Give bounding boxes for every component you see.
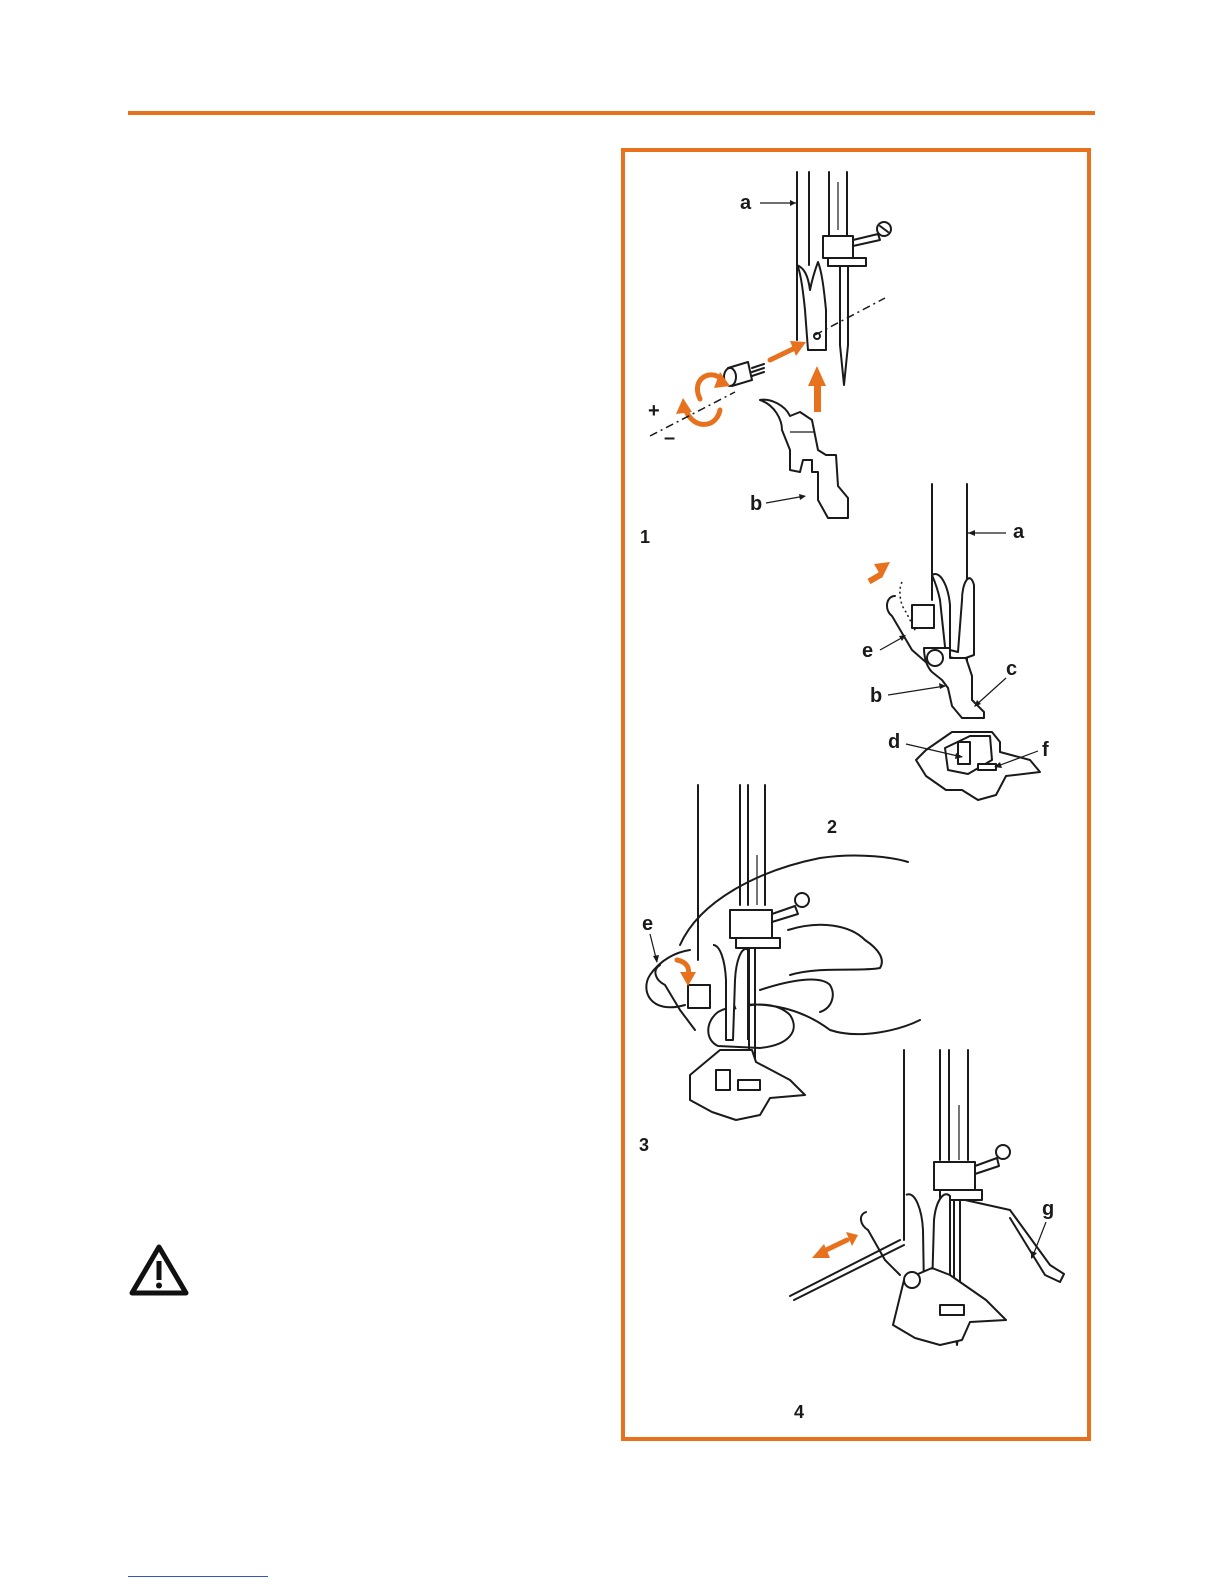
warning-triangle-icon <box>129 1244 189 1296</box>
step-number-1: 1 <box>640 527 650 547</box>
label-g-step4: g <box>1042 1198 1054 1220</box>
label-b-step2: b <box>870 685 882 707</box>
step-number-2: 2 <box>827 817 837 837</box>
label-c-step2: c <box>1006 658 1017 680</box>
label-e-step2: e <box>862 640 873 662</box>
step-number-3: 3 <box>639 1135 649 1155</box>
label-a-step1: a <box>740 192 752 214</box>
illustration-panel: + – a b 1 <box>621 148 1091 1441</box>
label-a-step2: a <box>1013 521 1025 543</box>
step-2-illustration: a e c b d f 2 <box>827 484 1049 837</box>
presser-foot-illustrations: + – a b 1 <box>625 152 1087 1437</box>
label-e-step3: e <box>642 913 653 935</box>
label-f-step2: f <box>1042 739 1049 761</box>
footer-link-rule <box>128 1576 268 1577</box>
step-3-illustration: e 3 <box>639 785 920 1155</box>
step-4-illustration: g 4 <box>790 1050 1064 1422</box>
step-1-illustration: + – a b 1 <box>640 172 891 547</box>
label-b-step1: b <box>750 493 762 515</box>
adjust-plus-sign: + <box>648 400 660 422</box>
step-number-4: 4 <box>794 1402 804 1422</box>
label-d-step2: d <box>888 731 900 753</box>
header-rule <box>128 111 1095 115</box>
adjust-minus-sign: – <box>664 427 675 449</box>
